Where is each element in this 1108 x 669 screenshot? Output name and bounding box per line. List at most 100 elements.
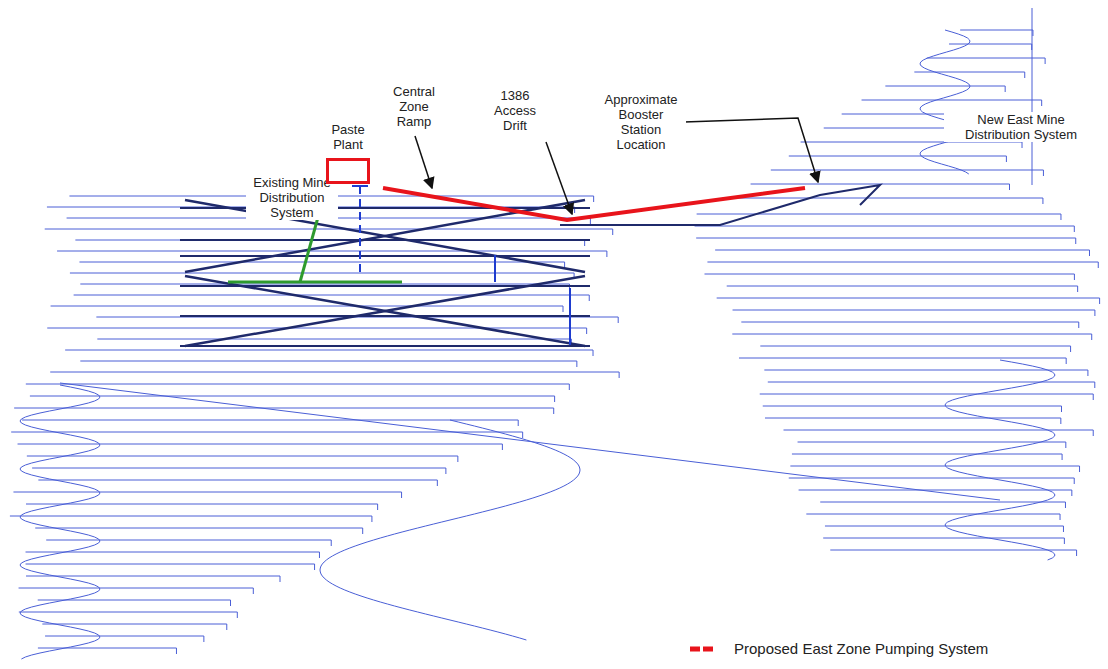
level-tick — [1009, 184, 1010, 190]
level-line — [35, 528, 362, 529]
level-line — [739, 358, 1066, 359]
level-line — [79, 262, 564, 263]
proposed-pipeline — [383, 188, 805, 220]
level-line — [765, 418, 1061, 419]
level-tick — [606, 251, 607, 257]
level-line — [57, 251, 607, 252]
level-tick — [1042, 198, 1043, 204]
level-tick — [1061, 406, 1062, 412]
mine-levels — [10, 8, 1100, 659]
level-tick — [1087, 370, 1088, 376]
level-tick — [1093, 394, 1094, 400]
level-line — [70, 273, 574, 274]
level-tick — [1070, 346, 1071, 352]
level-line — [32, 468, 446, 469]
level-tick — [1032, 30, 1033, 36]
level-tick — [518, 420, 519, 426]
level-tick — [593, 196, 594, 202]
level-line — [10, 516, 372, 517]
east-access — [560, 185, 880, 225]
level-line — [715, 250, 1089, 251]
level-line — [722, 198, 1043, 199]
level-line — [792, 454, 1062, 455]
level-tick — [203, 636, 204, 642]
level-line — [696, 238, 1076, 239]
level-line — [13, 492, 401, 493]
level-tick — [319, 552, 320, 558]
level-line — [820, 502, 1065, 503]
level-line — [717, 298, 1100, 299]
level-line — [825, 526, 1063, 527]
level-line — [19, 588, 254, 589]
dark-level — [180, 255, 590, 257]
level-tick — [1060, 418, 1061, 424]
level-line — [80, 284, 569, 285]
callout-label: Approximate Booster Station Location — [596, 92, 686, 152]
level-tick — [589, 295, 590, 301]
level-line — [768, 382, 1095, 383]
level-line — [799, 490, 1072, 491]
level-tick — [1091, 334, 1092, 340]
level-tick — [1079, 466, 1080, 472]
level-line — [790, 466, 1079, 467]
ramp-curve — [20, 385, 100, 659]
level-line — [27, 456, 458, 457]
level-tick — [1071, 490, 1072, 496]
level-line — [732, 334, 1091, 335]
leader-line — [415, 136, 432, 188]
level-tick — [586, 328, 587, 334]
level-tick — [176, 648, 177, 654]
level-tick — [1099, 298, 1100, 304]
level-line — [823, 538, 1064, 539]
level-line — [14, 408, 554, 409]
callout-label: Central Zone Ramp — [384, 84, 444, 129]
ramp-curve — [945, 360, 1054, 560]
level-tick — [553, 408, 554, 414]
level-tick — [1093, 430, 1094, 436]
level-line — [697, 214, 1061, 215]
level-line — [74, 295, 590, 296]
level-line — [798, 442, 1066, 443]
level-tick — [457, 456, 458, 462]
leader-line — [546, 142, 572, 214]
level-tick — [502, 444, 503, 450]
level-tick — [237, 612, 238, 618]
level-tick — [226, 624, 227, 630]
callout-label: 1386 Access Drift — [484, 88, 546, 133]
level-tick — [401, 492, 402, 498]
ramp-curve — [320, 420, 580, 640]
level-line — [26, 564, 315, 565]
level-tick — [1063, 526, 1064, 532]
level-line — [65, 350, 593, 351]
level-line — [733, 310, 1095, 311]
callout-label: Existing Mine Distribution System — [246, 175, 338, 220]
level-line — [764, 370, 1088, 371]
level-line — [771, 170, 1044, 171]
level-tick — [362, 528, 363, 534]
level-line — [960, 30, 1033, 31]
dark-level — [180, 285, 590, 287]
node-title: Paste Plant — [318, 122, 378, 152]
dark-level — [180, 345, 590, 347]
bore-line — [569, 288, 571, 345]
boreholes — [352, 186, 570, 345]
level-tick — [253, 588, 254, 594]
level-tick — [1045, 58, 1046, 64]
leader-line — [684, 118, 818, 182]
level-line — [50, 372, 619, 373]
level-line — [806, 514, 1060, 515]
level-tick — [1041, 100, 1042, 106]
level-line — [42, 624, 226, 625]
dark-level — [180, 315, 590, 317]
level-line — [97, 339, 571, 340]
dark-level — [180, 207, 590, 209]
level-tick — [280, 576, 281, 582]
legend-sample — [690, 647, 716, 652]
dark-level — [180, 239, 590, 241]
level-tick — [377, 504, 378, 510]
level-tick — [1065, 442, 1066, 448]
level-line — [914, 72, 1024, 73]
level-tick — [437, 480, 438, 486]
level-tick — [576, 361, 577, 367]
legend-text: Proposed East Zone Pumping System — [734, 640, 988, 658]
